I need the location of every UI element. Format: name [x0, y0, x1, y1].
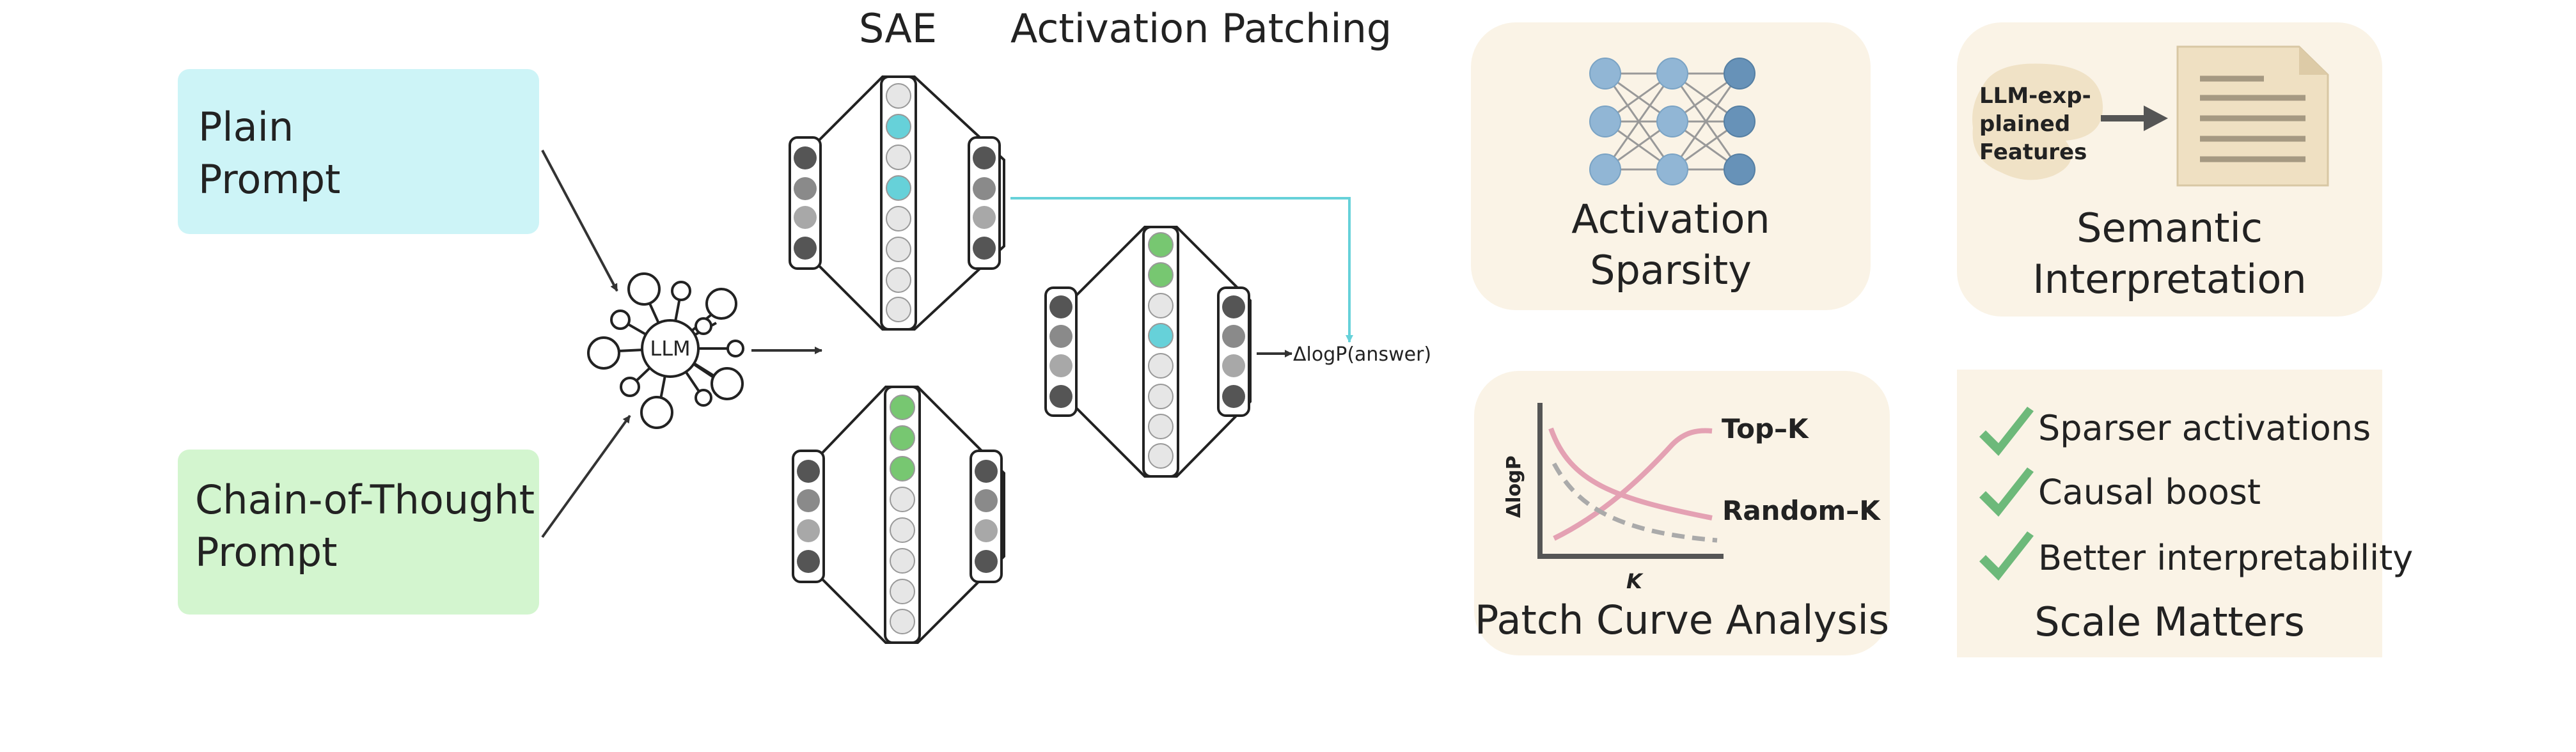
sae-block-cot	[792, 386, 1005, 644]
activation-sparsity-card: Activation Sparsity	[1471, 22, 1871, 310]
cot-prompt-label: Chain-of-Thought Prompt	[195, 476, 535, 576]
arrow-plain-to-llm	[541, 150, 618, 292]
llm-label: LLM	[650, 336, 690, 361]
plain-prompt-box: Plain Prompt	[178, 69, 539, 234]
arrow-cot-to-llm	[541, 414, 631, 538]
plot-xlabel: K	[1626, 569, 1644, 593]
semantic-interpretation-title: Semantic Interpretation	[2032, 205, 2307, 302]
topk-curve	[1553, 428, 1713, 541]
check-label-causal: Causal boost	[2038, 472, 2261, 512]
check-label-sparser: Sparser activations	[2038, 408, 2371, 448]
patching-arrow	[1010, 197, 1353, 343]
semantic-interpretation-card: LLM-exp- plained Features Semantic Inter…	[1957, 22, 2382, 317]
llm-hub	[587, 272, 744, 429]
pipeline-diagram: LLM	[541, 75, 1431, 644]
delta-logp-label: ΔlogP(answer)	[1293, 343, 1431, 366]
patched-block	[1044, 226, 1252, 478]
feature-bubble	[1972, 63, 2103, 180]
randomk-label: Random–K	[1722, 495, 1881, 526]
plot-ylabel: ΔlogP	[1503, 455, 1525, 518]
network-icon	[1589, 58, 1755, 185]
document-icon	[2176, 45, 2329, 187]
activation-sparsity-title: Activation Sparsity	[1571, 196, 1770, 294]
check-icon	[1979, 531, 2034, 581]
scale-matters-card: Sparser activations Causal boost Better …	[1957, 370, 2413, 657]
scale-matters-title: Scale Matters	[2034, 599, 2305, 645]
patch-curve-title: Patch Curve Analysis	[1474, 597, 1890, 643]
randomk-curve	[1548, 427, 1713, 521]
sae-block-plain	[789, 75, 1005, 331]
check-icon	[1979, 467, 2034, 517]
plain-prompt-label: Plain Prompt	[198, 104, 341, 203]
feature-bubble-label: LLM-exp- plained Features	[1979, 83, 2091, 165]
baseline-curve	[1551, 462, 1718, 543]
cot-prompt-box: Chain-of-Thought Prompt	[178, 450, 539, 615]
check-icon	[1979, 407, 2034, 456]
topk-label: Top–K	[1722, 413, 1809, 444]
activation-patching-header: Activation Patching	[1010, 5, 1392, 52]
check-label-interpretability: Better interpretability	[2038, 538, 2414, 578]
sae-header: SAE	[859, 5, 938, 52]
patch-curve-plot: Top–K Random–K ΔlogP K	[1503, 403, 1881, 593]
semantic-illustration	[1972, 45, 2329, 187]
patch-curve-card: Top–K Random–K ΔlogP K Patch Curve Analy…	[1474, 371, 1890, 655]
